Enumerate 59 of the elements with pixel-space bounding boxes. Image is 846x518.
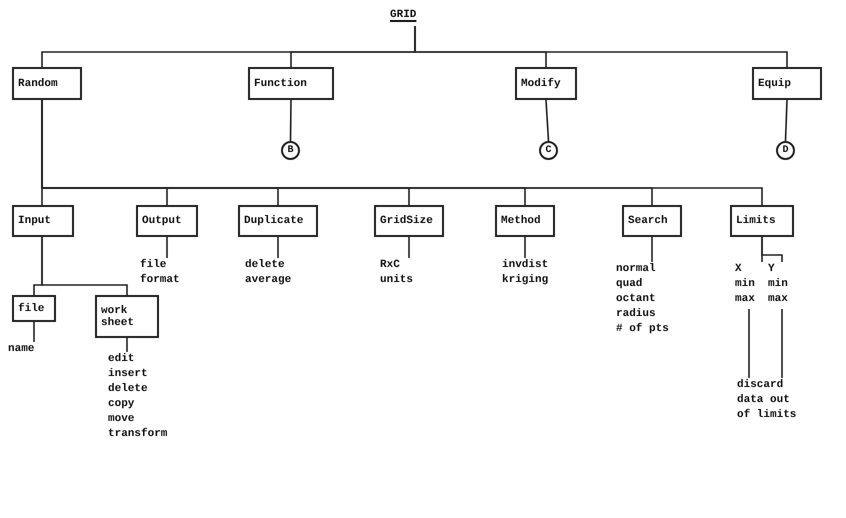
- connector-circle: C: [539, 141, 558, 160]
- connector-line: [290, 100, 292, 142]
- option-text: X: [735, 262, 743, 277]
- menu-box: Method: [495, 205, 555, 237]
- option-text: copy: [108, 397, 136, 412]
- option-text: insert: [108, 367, 149, 382]
- option-text: # of pts: [616, 322, 670, 337]
- option-text: move: [108, 412, 136, 427]
- menu-box: Output: [136, 205, 198, 237]
- connector-line: [784, 100, 788, 142]
- menu-box: Random: [12, 67, 82, 100]
- connector-circle: D: [776, 141, 795, 160]
- option-text: file: [140, 258, 168, 273]
- option-text: radius: [616, 307, 657, 322]
- option-text: kriging: [502, 273, 550, 288]
- connector-line: [761, 237, 783, 262]
- connector-line: [126, 338, 128, 352]
- option-text: delete: [108, 382, 149, 397]
- menu-box: Modify: [515, 67, 577, 100]
- option-text: format: [140, 273, 181, 288]
- connector-line: [414, 26, 788, 67]
- menu-box: Search: [622, 205, 682, 237]
- option-text: average: [245, 273, 292, 288]
- connector-circle: B: [281, 141, 300, 160]
- menu-box: Duplicate: [238, 205, 318, 237]
- menu-box: Function: [248, 67, 334, 100]
- option-text: edit: [108, 352, 136, 367]
- option-text: delete: [245, 258, 286, 273]
- menu-box: Input: [12, 205, 74, 237]
- menu-box: Equip: [752, 67, 822, 100]
- option-text: min: [768, 277, 789, 292]
- connector-line: [277, 237, 279, 258]
- option-text: min: [735, 277, 756, 292]
- menu-box: file: [12, 295, 56, 322]
- menu-box: Limits: [730, 205, 794, 237]
- option-text: RxC: [380, 258, 401, 273]
- menu-box: GridSize: [374, 205, 444, 237]
- option-text: Y: [768, 262, 776, 277]
- connector-line: [33, 322, 35, 342]
- option-text: units: [380, 273, 414, 288]
- option-text: max: [735, 292, 756, 307]
- option-text: name: [8, 342, 48, 358]
- option-text: transform: [108, 427, 168, 442]
- connector-line: [748, 309, 750, 378]
- connector-line: [166, 237, 168, 258]
- option-text: max: [768, 292, 789, 307]
- connector-line: [545, 100, 550, 142]
- connector-line: [524, 237, 526, 258]
- connector-line: [408, 237, 410, 258]
- connector-line: [651, 237, 653, 262]
- connector-line: [41, 237, 128, 295]
- title-text: GRID: [390, 8, 440, 26]
- option-text: octant: [616, 292, 657, 307]
- menu-box: work sheet: [95, 295, 159, 338]
- option-text: discard data out of limits: [737, 378, 798, 423]
- option-text: invdist: [502, 258, 550, 273]
- option-text: normal: [616, 262, 657, 277]
- option-text: quad: [616, 277, 644, 292]
- connector-line: [781, 309, 783, 378]
